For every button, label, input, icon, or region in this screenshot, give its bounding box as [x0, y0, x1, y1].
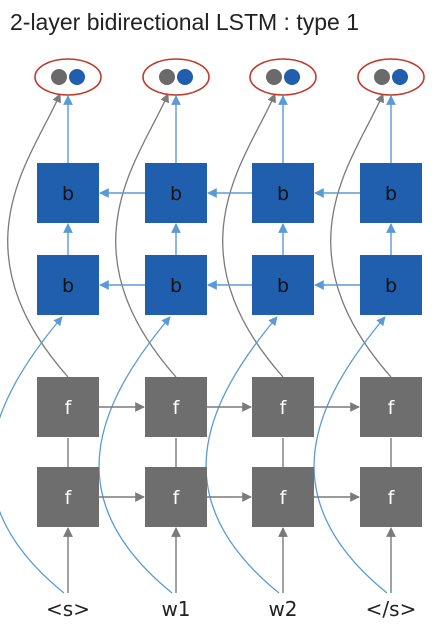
input-tokens: <s> w1 w2 </s> — [46, 597, 416, 621]
backward-cell-bottom-label: b — [385, 275, 397, 297]
forward-cell-bottom — [145, 467, 207, 527]
output-backward-dot — [284, 69, 300, 85]
forward-cell-bottom — [252, 467, 314, 527]
forward-cell-top — [37, 377, 99, 437]
input-token: </s> — [366, 597, 417, 621]
input-token: w2 — [268, 597, 297, 621]
backward-cell-bottom — [360, 255, 422, 315]
forward-cell-bottom — [360, 467, 422, 527]
forward-cell-bottom-label: f — [65, 487, 73, 509]
backward-cell-top — [360, 163, 422, 223]
output-forward-dot — [266, 69, 282, 85]
forward-cell-top-label: f — [280, 397, 288, 419]
backward-cell-bottom-label: b — [62, 275, 74, 297]
input-token: w1 — [161, 597, 190, 621]
backward-cell-top-label: b — [277, 183, 289, 205]
lstm-cells: b b f f b b f f b b f f b b f f — [37, 163, 422, 527]
backward-cell-bottom — [252, 255, 314, 315]
output-forward-dot — [374, 69, 390, 85]
input-to-backward-curve — [205, 316, 280, 594]
output-forward-dot — [51, 69, 67, 85]
backward-cell-bottom — [145, 255, 207, 315]
input-to-backward-curve — [313, 316, 388, 594]
input-to-backward-curve — [98, 316, 173, 594]
input-token: <s> — [46, 597, 90, 621]
forward-to-output-curve — [7, 93, 69, 378]
forward-cell-top — [360, 377, 422, 437]
output-backward-dot — [177, 69, 193, 85]
forward-cell-top — [145, 377, 207, 437]
input-to-backward-curve — [0, 316, 65, 594]
forward-cell-bottom-label: f — [173, 487, 181, 509]
output-ellipse — [34, 58, 102, 96]
skip-connections — [0, 93, 392, 594]
diagram-title: 2-layer bidirectional LSTM : type 1 — [10, 9, 359, 35]
backward-cell-bottom — [37, 255, 99, 315]
output-forward-dot — [159, 69, 175, 85]
backward-cell-bottom-label: b — [170, 275, 182, 297]
backward-cell-top-label: b — [62, 183, 74, 205]
forward-cell-bottom-label: f — [280, 487, 288, 509]
forward-cell-top-label: f — [173, 397, 181, 419]
output-ellipse — [249, 58, 317, 96]
output-backward-dot — [69, 69, 85, 85]
output-backward-dot — [392, 69, 408, 85]
output-ellipse — [142, 58, 210, 96]
backward-cell-top — [37, 163, 99, 223]
forward-cell-top — [252, 377, 314, 437]
forward-to-output-curve — [115, 93, 177, 378]
forward-cell-top-label: f — [65, 397, 73, 419]
forward-cell-bottom — [37, 467, 99, 527]
forward-to-output-curve — [330, 93, 392, 378]
backward-cell-bottom-label: b — [277, 275, 289, 297]
backward-cell-top — [252, 163, 314, 223]
forward-cell-top-label: f — [388, 397, 396, 419]
outputs — [34, 58, 425, 96]
forward-cell-bottom-label: f — [388, 487, 396, 509]
backward-cell-top — [145, 163, 207, 223]
backward-cell-top-label: b — [385, 183, 397, 205]
forward-to-output-curve — [222, 93, 284, 378]
cell-connections — [63, 95, 396, 593]
backward-cell-top-label: b — [170, 183, 182, 205]
output-ellipse — [357, 58, 425, 96]
